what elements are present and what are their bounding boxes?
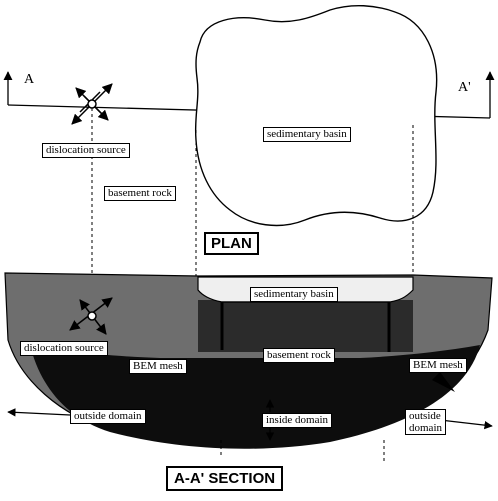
- label-inside-domain: inside domain: [262, 413, 333, 428]
- label-bem-mesh-left: BEM mesh: [129, 359, 187, 374]
- dislocation-source-symbol-section: [69, 297, 113, 335]
- label-sedimentary-basin-plan: sedimentary basin: [263, 127, 351, 142]
- dislocation-source-symbol-plan: [71, 83, 113, 125]
- label-basement-rock-section: basement rock: [263, 348, 335, 363]
- label-domain-word: domain: [409, 422, 442, 434]
- label-sedimentary-basin-section: sedimentary basin: [250, 287, 338, 302]
- outside-domain-arrow-right: [439, 419, 493, 430]
- label-plan: PLAN: [204, 232, 259, 255]
- label-dislocation-source-section: dislocation source: [20, 341, 108, 356]
- bem-mesh-pointer: [432, 372, 455, 392]
- label-aa-section: A-A' SECTION: [166, 466, 284, 491]
- label-bem-mesh-right: BEM mesh: [409, 358, 467, 373]
- label-outside-word: outside: [409, 410, 441, 422]
- label-outside-domain-left: outside domain: [70, 409, 146, 424]
- basement-rock-section: [198, 300, 413, 352]
- label-dislocation-source-plan: dislocation source: [42, 143, 130, 158]
- outside-domain-arrow-left: [7, 408, 71, 417]
- label-outside-domain-right: outside domain: [405, 409, 446, 435]
- label-a-left: A: [24, 72, 35, 87]
- sedimentary-basin-outline: [194, 4, 438, 227]
- label-basement-rock-plan: basement rock: [104, 186, 176, 201]
- label-a-right: A': [458, 80, 471, 95]
